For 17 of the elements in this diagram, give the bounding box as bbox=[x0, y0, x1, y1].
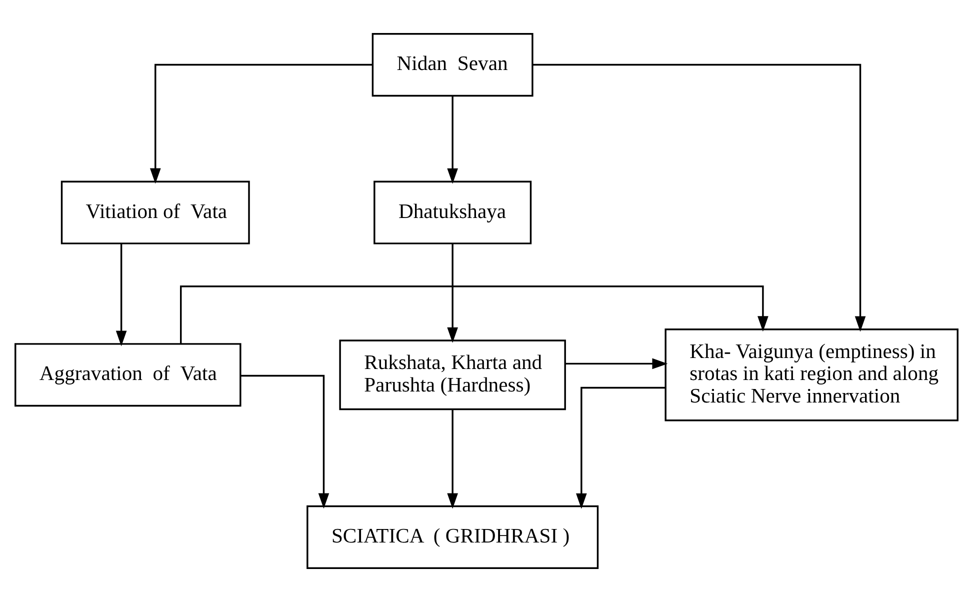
arrow bbox=[180, 286, 768, 344]
node-box: SCIATICA ( GRIDHRASI ) bbox=[306, 505, 599, 569]
arrow bbox=[447, 244, 458, 343]
node-box: Nidan Sevan bbox=[372, 33, 534, 97]
node-box: Vitiation of Vata bbox=[60, 180, 250, 244]
arrow bbox=[447, 409, 458, 509]
arrow bbox=[116, 244, 127, 346]
arrow bbox=[150, 64, 372, 184]
arrow bbox=[532, 64, 866, 332]
node-box: Rukshata, Kharta and Parushta (Hardness) bbox=[339, 340, 566, 410]
node-box: Dhatukshaya bbox=[374, 180, 532, 244]
arrow bbox=[565, 358, 668, 370]
arrow bbox=[447, 96, 458, 184]
node-box: Kha- Vaigunya (emptiness) in srotas in kati region and along Sciatic Nerve innervation bbox=[664, 328, 958, 422]
arrow bbox=[240, 374, 330, 509]
node-box: Aggravation of Vata bbox=[14, 343, 242, 407]
arrow bbox=[576, 386, 666, 509]
